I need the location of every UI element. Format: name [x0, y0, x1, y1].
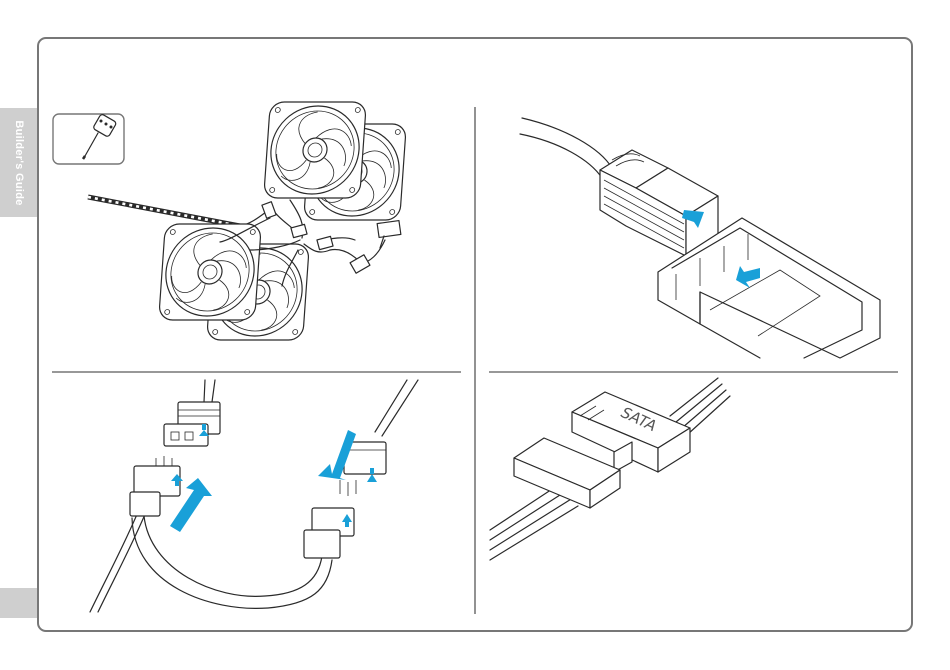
sata-connector-icon: SATA [514, 392, 690, 508]
